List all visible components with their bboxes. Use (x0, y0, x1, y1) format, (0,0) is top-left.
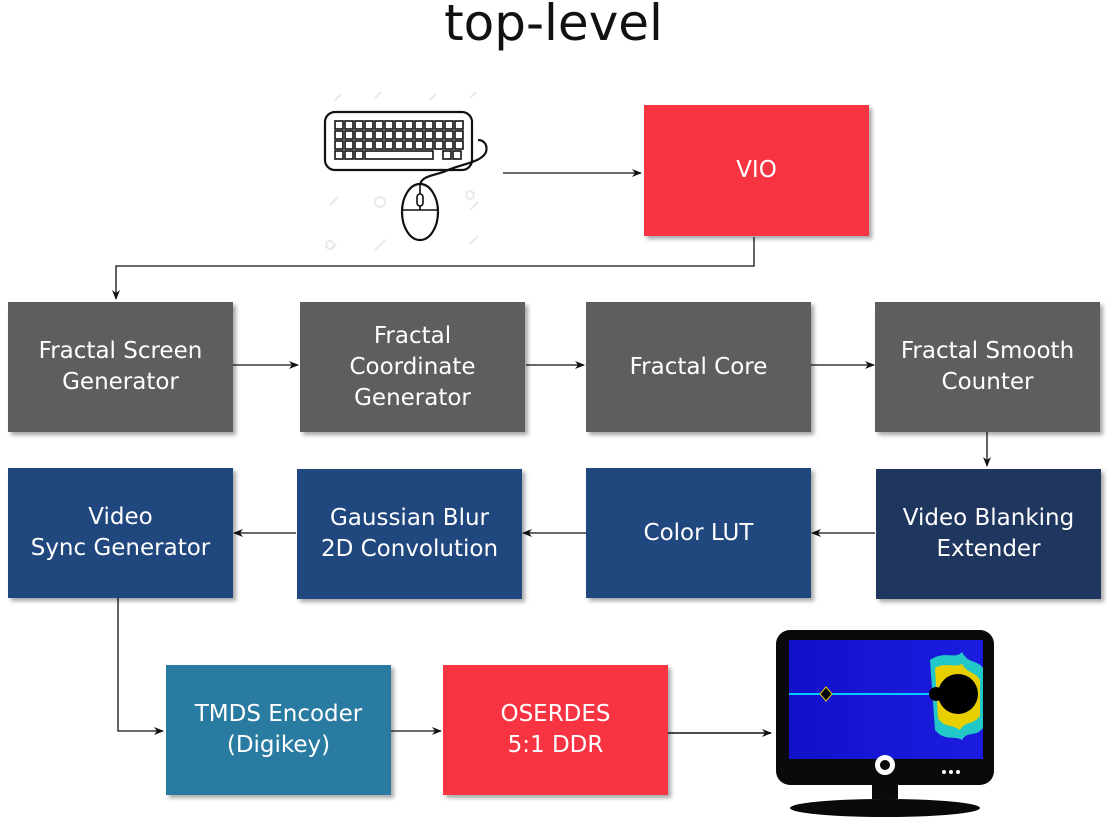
coord-gen-block: Fractal Coordinate Generator (300, 302, 525, 432)
lut-block: Color LUT (586, 468, 811, 598)
diagram-title: top-level (444, 0, 663, 52)
arrow-vio-to-screen-gen (112, 237, 755, 300)
arrow-sync-to-tmds (117, 598, 164, 735)
blanking-block: Video Blanking Extender (876, 469, 1101, 599)
vio-block: VIO (644, 105, 869, 236)
sync-block: Video Sync Generator (8, 468, 233, 598)
gauss-block: Gaussian Blur 2D Convolution (297, 469, 522, 599)
screen-gen-block: Fractal Screen Generator (8, 302, 233, 432)
monitor-icon (776, 630, 994, 817)
keyboard-mouse-icon (323, 91, 488, 251)
oserdes-block: OSERDES 5:1 DDR (443, 665, 668, 795)
core-block: Fractal Core (586, 302, 811, 432)
smooth-block: Fractal Smooth Counter (875, 302, 1100, 432)
tmds-block: TMDS Encoder (Digikey) (166, 665, 391, 795)
